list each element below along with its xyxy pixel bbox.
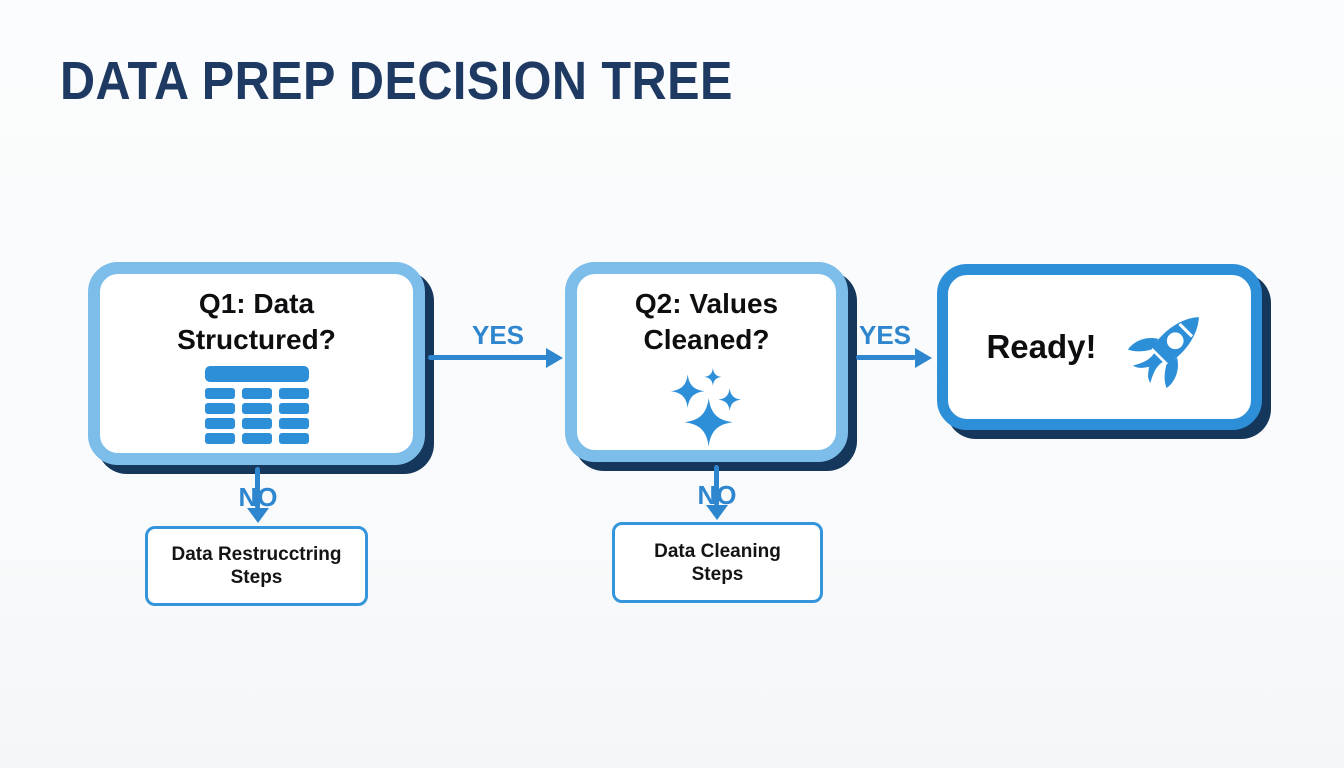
edge-q2-no-arrowhead-icon bbox=[706, 505, 728, 520]
edge-q1-no-line bbox=[255, 467, 260, 509]
edge-q1-yes-arrowhead-icon bbox=[546, 348, 563, 368]
outcome-restructure-line1: Data Restrucctring bbox=[171, 544, 342, 565]
edge-q1-yes-label: YES bbox=[471, 320, 525, 350]
edge-q2-yes-line bbox=[856, 355, 916, 360]
table-icon bbox=[204, 366, 309, 444]
node-q1-label: Q1: Data Structured? bbox=[100, 286, 413, 358]
edge-q1-yes-line bbox=[428, 355, 548, 360]
node-q1-data-structured: Q1: Data Structured? bbox=[88, 262, 425, 465]
edge-q2-yes-arrowhead-icon bbox=[915, 348, 932, 368]
edge-q1-no-arrowhead-icon bbox=[247, 508, 269, 523]
edge-q2-no-label: NO bbox=[697, 480, 737, 510]
edge-q1-no-label: NO bbox=[238, 482, 278, 512]
outcome-cleaning-line1: Data Cleaning bbox=[654, 540, 781, 562]
node-q2-label: Q2: Values Cleaned? bbox=[577, 286, 836, 358]
node-ready: Ready! bbox=[937, 264, 1262, 430]
outcome-data-cleaning-steps: Data Cleaning Steps bbox=[612, 522, 823, 603]
edge-q2-yes-label: YES bbox=[858, 320, 912, 350]
node-q2-values-cleaned: Q2: Values Cleaned? bbox=[565, 262, 848, 462]
node-q2-label-line2: Cleaned? bbox=[643, 324, 770, 355]
rocket-icon bbox=[1127, 317, 1199, 389]
node-q2-label-line1: Q2: Values bbox=[634, 288, 779, 319]
node-q1-label-line1: Q1: Data bbox=[198, 288, 315, 319]
node-q1-label-line2: Structured? bbox=[177, 324, 336, 355]
outcome-restructure-line2: Steps bbox=[230, 567, 283, 588]
outcome-cleaning-line2: Steps bbox=[691, 563, 744, 585]
page-title: DATA PREP DECISION TREE bbox=[60, 51, 733, 111]
outcome-data-restructuring-steps: Data Restrucctring Steps bbox=[145, 526, 368, 606]
sparkles-icon bbox=[670, 368, 741, 447]
node-ready-label: Ready! bbox=[986, 328, 1097, 365]
edge-q2-no-line bbox=[714, 465, 719, 506]
